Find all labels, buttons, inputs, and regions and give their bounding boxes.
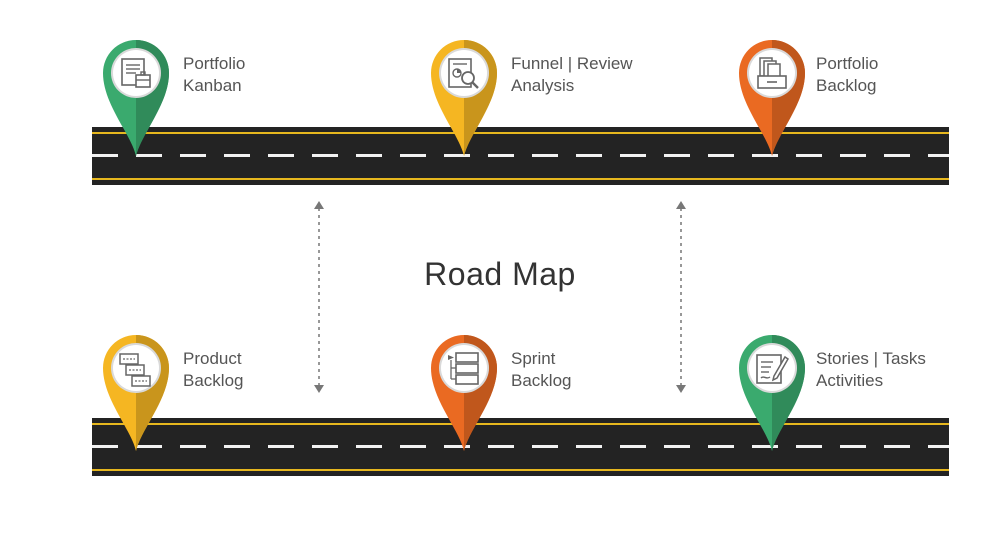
milestone-label: Portfolio Kanban <box>183 53 245 97</box>
milestone-label: Portfolio Backlog <box>816 53 878 97</box>
road-edge-line <box>92 469 949 471</box>
connector-arrow-right <box>676 201 686 393</box>
kanban-document-icon <box>121 58 151 88</box>
road-bottom <box>92 418 949 476</box>
road-edge-line <box>92 423 949 425</box>
milestone-label-line: Backlog <box>511 371 572 390</box>
milestone-pin <box>737 331 807 453</box>
milestone-label: Stories | Tasks Activities <box>816 348 926 392</box>
milestone-label: Sprint Backlog <box>511 348 571 392</box>
milestone-label-line: Activities <box>816 371 884 390</box>
stacked-blocks-icon <box>448 352 479 385</box>
milestone-pin <box>737 36 807 158</box>
milestone-label-line: Product <box>183 349 242 368</box>
milestone-label-line: Portfolio <box>183 54 246 73</box>
road-center-dashes <box>92 154 949 157</box>
milestone-label-line: Portfolio <box>816 54 879 73</box>
milestone-pin <box>101 36 171 158</box>
file-box-icon <box>757 57 787 89</box>
milestone-label-line: Backlog <box>183 371 244 390</box>
diagram-title: Road Map <box>424 256 576 292</box>
milestone-label-line: Kanban <box>183 76 242 95</box>
road-edge-line <box>92 178 949 180</box>
connector-arrow-left <box>314 201 324 393</box>
edit-document-icon <box>756 354 790 384</box>
stacked-cards-icon <box>119 353 151 387</box>
milestone-label-line: Sprint <box>511 349 556 368</box>
milestone-pin <box>101 331 171 453</box>
road-edge-line <box>92 132 949 134</box>
milestone-pin <box>429 331 499 453</box>
milestone-pin <box>429 36 499 158</box>
magnifier-report-icon <box>448 58 479 89</box>
pin-disc <box>749 345 795 391</box>
milestone-label-line: Funnel | Review <box>511 54 633 73</box>
milestone-label-line: Backlog <box>816 76 877 95</box>
road-top <box>92 127 949 185</box>
milestone-label: Product Backlog <box>183 348 243 392</box>
milestone-label: Funnel | Review Analysis <box>511 53 633 97</box>
road-center-dashes <box>92 445 949 448</box>
milestone-label-line: Analysis <box>511 76 575 95</box>
milestone-label-line: Stories | Tasks <box>816 349 926 368</box>
